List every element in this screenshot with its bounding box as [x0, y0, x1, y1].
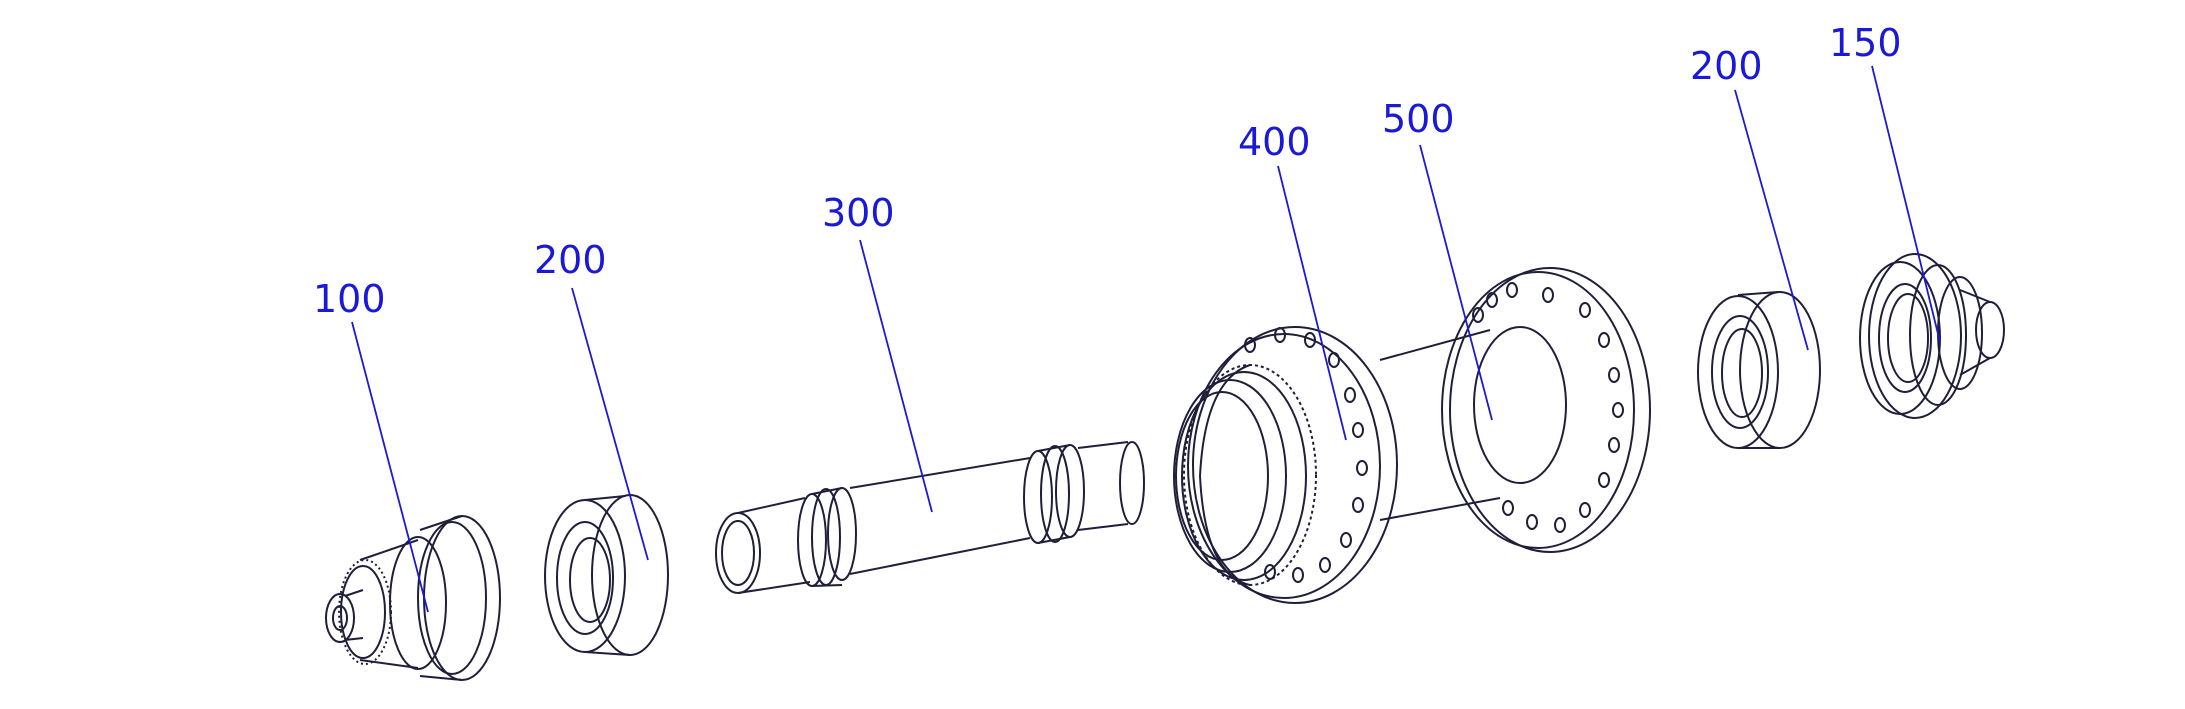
bearing-part-200-left — [544, 494, 669, 656]
leader-200-right — [1734, 89, 1809, 351]
part-labels: 100 200 300 400 500 200 150 — [313, 21, 1902, 321]
label-200-left: 200 — [534, 238, 607, 282]
leader-400 — [1277, 165, 1347, 441]
end-cap-part-150 — [1859, 253, 2005, 419]
end-cap-part-100 — [325, 515, 501, 681]
bearing-part-200-right — [1697, 291, 1821, 449]
label-400: 400 — [1238, 120, 1311, 164]
freehub-ring-part-400 — [1173, 364, 1317, 586]
leader-500 — [1419, 144, 1493, 421]
hub-shell-part-500 — [1187, 267, 1651, 604]
axle-part-300 — [715, 441, 1145, 594]
label-300: 300 — [822, 191, 895, 235]
label-200-right: 200 — [1690, 44, 1763, 88]
leader-100 — [351, 321, 429, 613]
leader-200-left — [571, 287, 649, 561]
label-150: 150 — [1829, 21, 1902, 65]
flange-holes-right — [1472, 282, 1624, 533]
leader-150 — [1871, 65, 1941, 343]
flange-holes-left — [1244, 327, 1368, 583]
leader-lines — [351, 65, 1941, 613]
label-500: 500 — [1382, 97, 1455, 141]
label-100: 100 — [313, 277, 386, 321]
leader-300 — [859, 239, 933, 513]
